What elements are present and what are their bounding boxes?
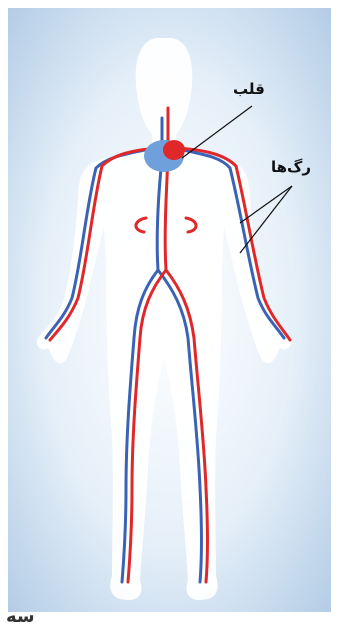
heart-label: قلب (233, 80, 265, 98)
circulatory-system-diagram (8, 8, 331, 612)
vessels-label: رگ‌ها (271, 158, 311, 176)
corner-mark-text: سه (6, 606, 35, 627)
